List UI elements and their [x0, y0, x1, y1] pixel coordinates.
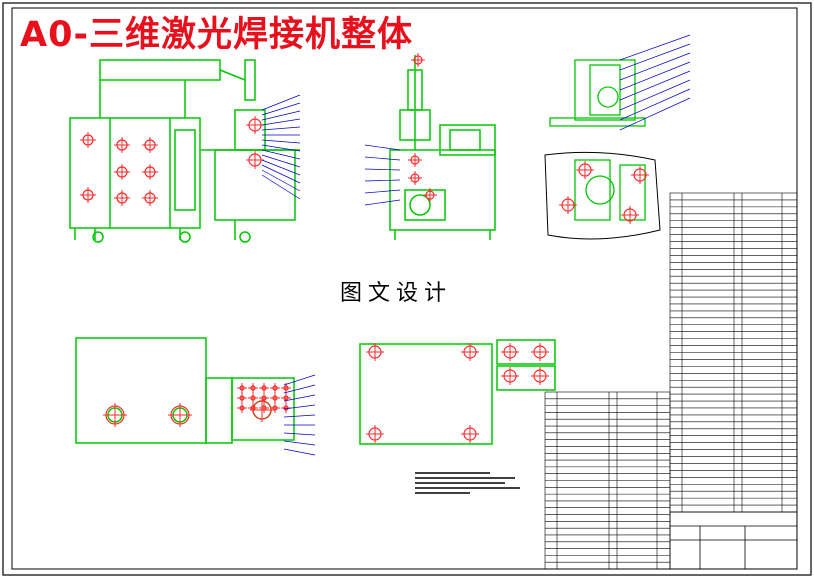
- bolt-mark: [237, 393, 247, 403]
- bolt-mark: [142, 137, 158, 153]
- bolt-mark: [248, 393, 258, 403]
- bolt-mark: [103, 403, 127, 427]
- bolt-mark: [366, 343, 384, 361]
- bolt-mark: [270, 403, 280, 413]
- plan-body: [75, 337, 207, 444]
- bolt-mark: [531, 343, 549, 361]
- bolt-mark: [559, 196, 577, 214]
- detail-view-top-right: [549, 59, 646, 127]
- bolt-mark: [461, 425, 479, 443]
- bolt-mark: [80, 187, 96, 203]
- bolt-mark: [142, 190, 158, 206]
- side-bolts: [408, 53, 437, 202]
- bolt-mark: [168, 403, 192, 427]
- base-plate-bolts: [366, 343, 549, 443]
- bolt-mark: [461, 343, 479, 361]
- parts-list-table-right: [669, 192, 798, 513]
- technical-notes: [415, 472, 520, 494]
- bolt-mark: [142, 164, 158, 180]
- section-boundary: [544, 151, 661, 240]
- bolt-mark: [501, 367, 519, 385]
- bolt-mark: [411, 53, 425, 67]
- bolt-mark: [270, 393, 280, 403]
- base-plate-view: [359, 339, 556, 445]
- bolt-mark: [114, 164, 130, 180]
- front-bolts: [80, 116, 264, 206]
- drawing-title: A0-三维激光焊接机整体: [20, 15, 413, 55]
- bolt-mark: [408, 153, 422, 167]
- bolt-mark: [270, 383, 280, 393]
- section-detail-view: [544, 151, 661, 240]
- plan-view: [75, 337, 295, 444]
- bolt-mark: [531, 367, 549, 385]
- bolt-mark: [259, 383, 269, 393]
- bolt-mark: [259, 393, 269, 403]
- plan-bolts: [103, 383, 291, 427]
- cabinet-body: [69, 117, 201, 229]
- parts-list-table-left: [544, 391, 671, 570]
- side-view: [389, 55, 496, 240]
- bolt-mark: [248, 403, 258, 413]
- bolt-mark: [237, 403, 247, 413]
- bolt-mark: [576, 161, 594, 179]
- bolt-mark: [246, 151, 264, 169]
- bolt-mark: [501, 343, 519, 361]
- bolt-mark: [114, 137, 130, 153]
- base-plate: [359, 343, 493, 445]
- side-body: [389, 149, 496, 231]
- bolt-mark: [246, 116, 264, 134]
- bolt-mark: [80, 132, 96, 148]
- leader-lines: [261, 34, 691, 456]
- bolt-mark: [366, 425, 384, 443]
- bolt-mark: [621, 206, 639, 224]
- bolt-mark: [114, 190, 130, 206]
- center-watermark-label: 图文设计: [340, 281, 453, 306]
- bolt-mark: [259, 403, 269, 413]
- bolt-mark: [631, 166, 649, 184]
- front-view: [69, 59, 300, 243]
- title-block: [669, 511, 798, 570]
- bolt-mark: [281, 393, 291, 403]
- bolt-mark: [237, 383, 247, 393]
- bolt-mark: [248, 383, 258, 393]
- bolt-mark: [408, 171, 422, 185]
- bolt-mark: [423, 188, 437, 202]
